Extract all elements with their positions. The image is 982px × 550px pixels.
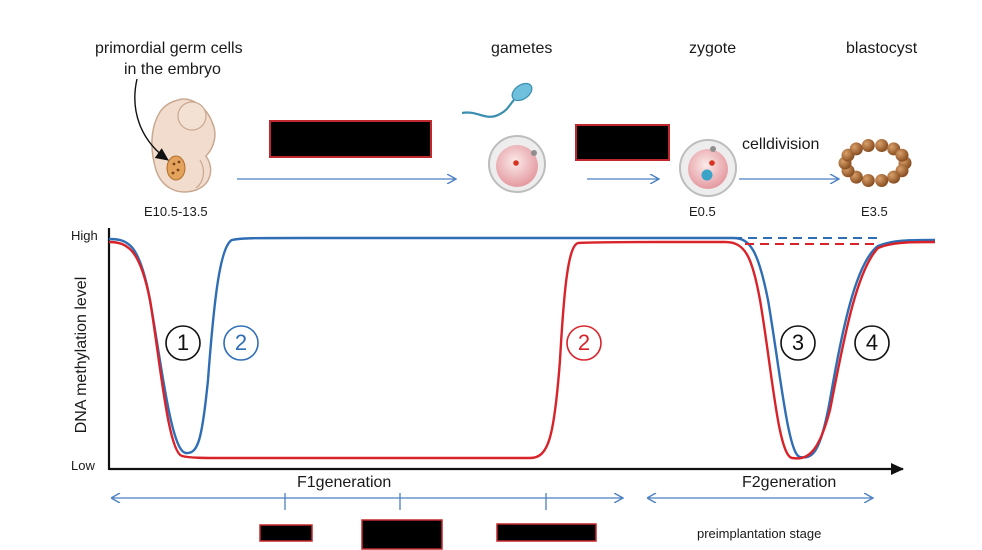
marker-1-circle xyxy=(165,325,201,361)
blue-methylation-curve xyxy=(108,236,936,459)
marker-3-label: 3 xyxy=(791,330,805,355)
sperm-illustration xyxy=(461,82,533,118)
pgc-pointer-arrow xyxy=(134,78,169,161)
pgc-label-line1: primordial germ cells xyxy=(95,40,243,57)
redacted-box-4 xyxy=(361,519,443,550)
marker-4-circle xyxy=(854,325,890,361)
y-axis-high-label: High xyxy=(71,228,98,243)
y-axis-title: DNA methylation level xyxy=(73,276,90,434)
preimplantation-label: preimplantation stage xyxy=(697,526,822,541)
f2-generation-label: F2generation xyxy=(742,474,837,491)
pgc-label-line2: in the embryo xyxy=(124,61,221,78)
blastocyst-timepoint: E3.5 xyxy=(861,204,888,219)
redacted-box-5 xyxy=(496,523,597,542)
marker-1-label: 1 xyxy=(176,330,190,355)
blastocyst-cell xyxy=(861,174,875,187)
marker-2-red-label: 2 xyxy=(577,330,591,355)
blastocyst-cell xyxy=(875,174,889,187)
redacted-box-3 xyxy=(259,524,313,542)
embryo-timepoint: E10.5-13.5 xyxy=(144,204,208,219)
f1-generation-label: F1generation xyxy=(297,474,392,491)
embryo-illustration xyxy=(151,98,216,193)
zygote-illustration xyxy=(679,139,737,197)
blastocyst-illustration xyxy=(838,139,912,187)
marker-2-red-circle xyxy=(566,325,602,361)
y-axis-low-label: Low xyxy=(71,458,95,473)
blastocyst-cell xyxy=(875,139,889,152)
redacted-box-1 xyxy=(269,120,432,158)
redacted-box-2 xyxy=(575,124,670,161)
gametes-label: gametes xyxy=(491,40,553,57)
marker-3-circle xyxy=(780,325,816,361)
blastocyst-cell xyxy=(895,148,909,162)
marker-2-blue-label: 2 xyxy=(234,330,248,355)
red-methylation-curve xyxy=(108,240,936,460)
blastocyst-label: blastocyst xyxy=(846,40,918,57)
marker-4-label: 4 xyxy=(865,330,879,355)
zygote-timepoint: E0.5 xyxy=(689,204,716,219)
blastocyst-cell xyxy=(887,170,901,184)
zygote-label: zygote xyxy=(689,40,737,57)
egg-illustration xyxy=(488,135,546,193)
blastocyst-cell xyxy=(849,142,863,156)
marker-2-blue-circle xyxy=(223,325,259,361)
blastocyst-cell xyxy=(861,139,875,152)
cell-division-label: celldivision xyxy=(742,136,820,153)
